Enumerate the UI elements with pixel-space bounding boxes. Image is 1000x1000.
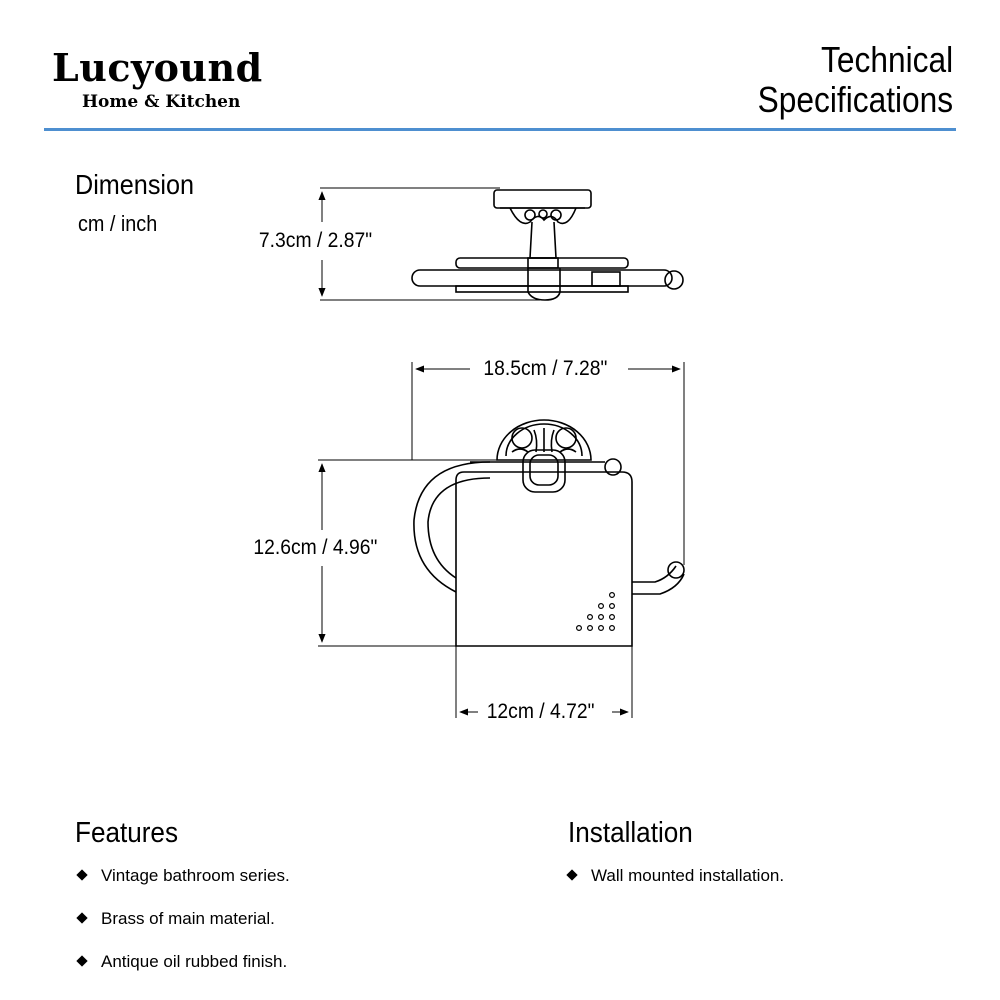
cover-width-label: 12cm / 4.72" <box>486 700 595 724</box>
feature-text: Vintage bathroom series. <box>101 866 290 885</box>
side-height-label: 7.3cm / 2.87" <box>258 229 373 253</box>
list-item: Brass of main material. <box>75 908 290 930</box>
bullet-diamond-icon <box>76 912 88 924</box>
front-view-drawing <box>413 419 685 647</box>
list-item: Vintage bathroom series. <box>75 865 290 887</box>
features-heading: Features <box>75 817 179 849</box>
bullet-diamond-icon <box>76 955 88 967</box>
total-width-label: 18.5cm / 7.28" <box>483 357 608 381</box>
brand-logo: Lucyound Home & Kitchen <box>52 45 263 113</box>
list-item: Antique oil rubbed finish. <box>75 951 290 973</box>
bullet-diamond-icon <box>566 869 578 881</box>
dimension-units: cm / inch <box>78 211 158 236</box>
side-view-drawing <box>411 189 684 301</box>
header-divider <box>44 128 956 131</box>
dimension-heading: Dimension <box>75 169 195 200</box>
installation-list: Wall mounted installation. <box>565 865 784 908</box>
page-title-line-2: Specifications <box>757 79 953 120</box>
page-title: Technical Specifications <box>758 40 953 120</box>
list-item: Wall mounted installation. <box>565 865 784 887</box>
features-list: Vintage bathroom series. Brass of main m… <box>75 865 290 994</box>
installation-heading: Installation <box>568 817 693 849</box>
page-title-line-1: Technical <box>820 39 953 80</box>
bullet-diamond-icon <box>76 869 88 881</box>
feature-text: Antique oil rubbed finish. <box>101 952 288 971</box>
front-height-label: 12.6cm / 4.96" <box>253 536 378 560</box>
perforation-dots <box>575 591 615 631</box>
dimension-lines <box>318 187 685 718</box>
brand-name: Lucyound <box>52 45 263 90</box>
brand-subtitle: Home & Kitchen <box>82 92 241 112</box>
feature-text: Brass of main material. <box>101 909 275 928</box>
installation-text: Wall mounted installation. <box>591 866 785 885</box>
